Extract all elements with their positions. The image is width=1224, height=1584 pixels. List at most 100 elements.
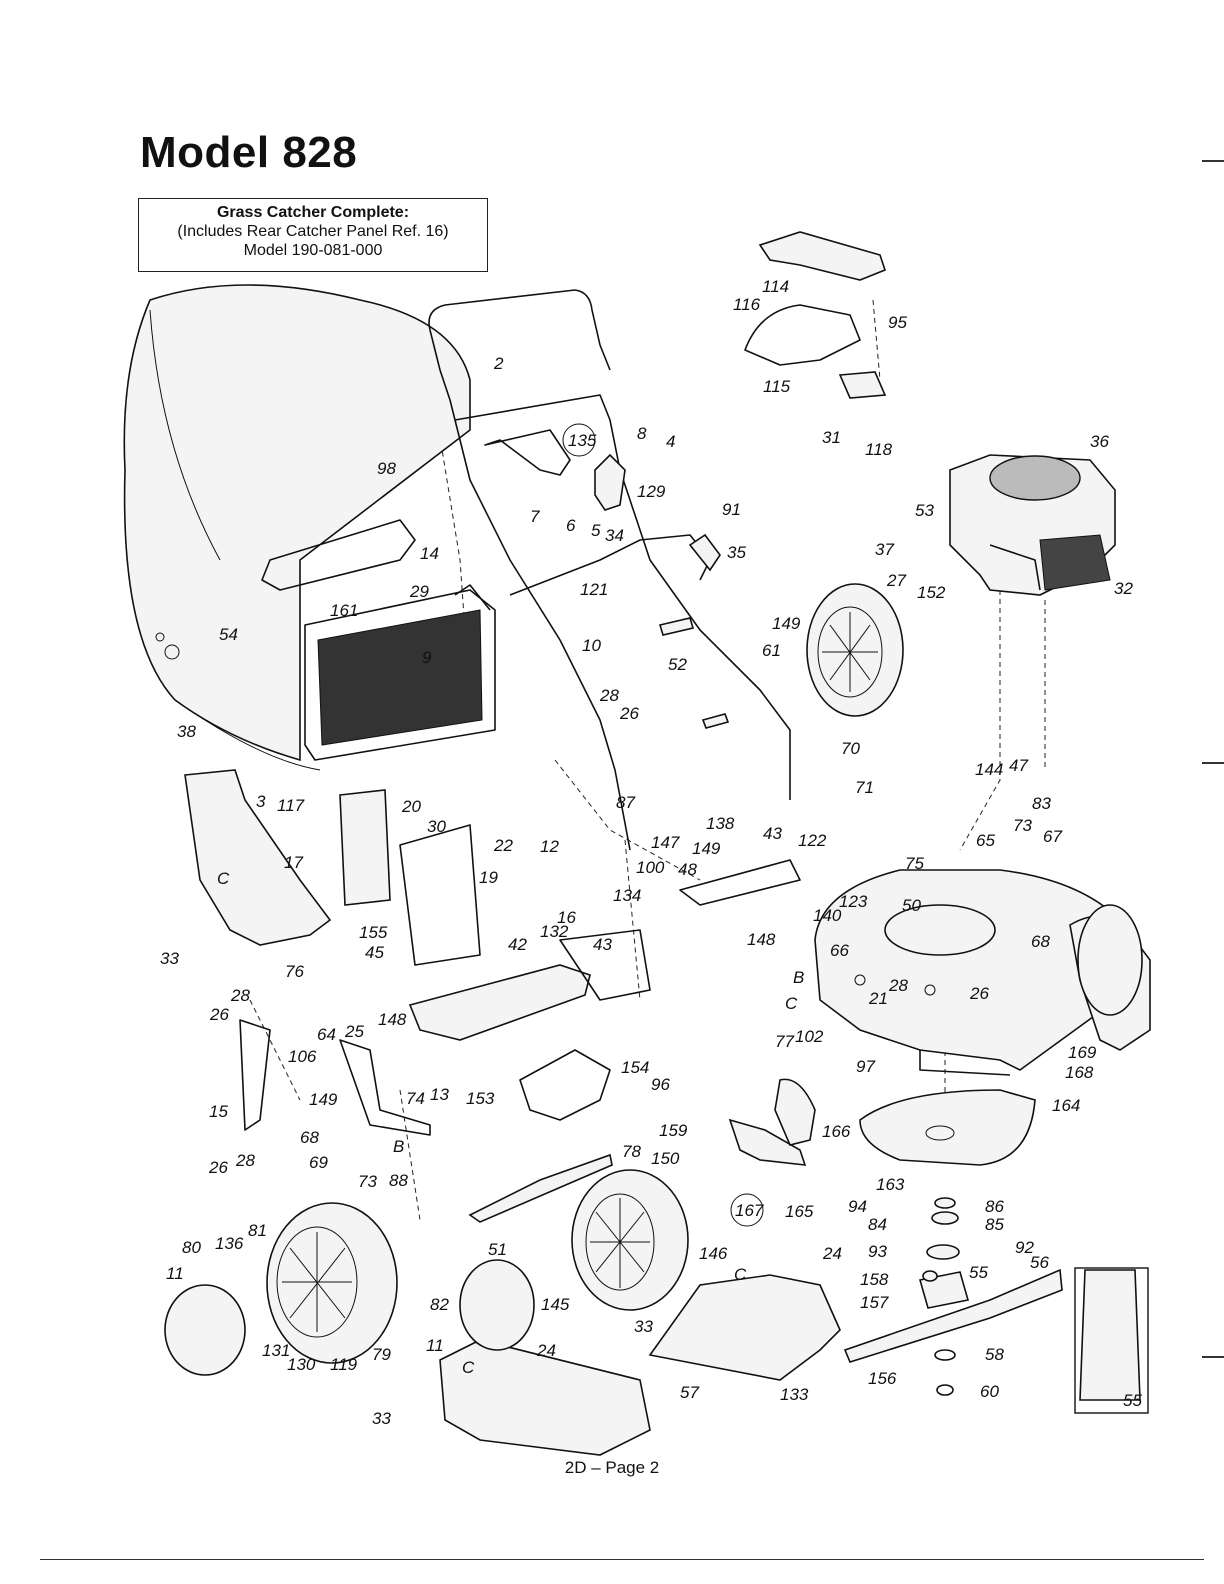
callout-27: 27	[886, 571, 906, 590]
handle-assembly-drawing	[428, 289, 791, 851]
callout-138: 138	[706, 814, 735, 833]
callout-68: 68	[300, 1128, 319, 1147]
page-title: Model 828	[140, 128, 358, 177]
blade-adapter-inset-frame	[1074, 1267, 1149, 1414]
callout-85: 85	[985, 1215, 1004, 1234]
callout-12: 12	[540, 837, 559, 856]
callout-34: 34	[605, 526, 624, 545]
callout-C: C	[734, 1265, 747, 1284]
callout-134: 134	[613, 886, 641, 905]
callout-65: 65	[976, 831, 995, 850]
callout-42: 42	[508, 935, 527, 954]
callout-130: 130	[287, 1355, 316, 1374]
callout-33: 33	[634, 1317, 653, 1336]
callout-146: 146	[699, 1244, 728, 1263]
callout-33: 33	[160, 949, 179, 968]
callout-56: 56	[1030, 1253, 1049, 1272]
callout-43: 43	[763, 824, 782, 843]
callout-81: 81	[248, 1221, 267, 1240]
callout-166: 166	[822, 1122, 851, 1141]
callout-114: 114	[762, 277, 789, 296]
callout-11: 11	[426, 1336, 444, 1355]
callout-149: 149	[772, 614, 801, 633]
callout-154: 154	[621, 1058, 649, 1077]
callout-15: 15	[209, 1102, 228, 1121]
callout-37: 37	[875, 540, 894, 559]
blade-adapter-stack-drawing	[922, 1197, 960, 1396]
callout-52: 52	[668, 655, 687, 674]
callout-13: 13	[430, 1085, 449, 1104]
callout-78: 78	[622, 1142, 641, 1161]
callout-153: 153	[466, 1089, 495, 1108]
callout-26: 26	[209, 1005, 229, 1024]
catcher-note-line-3: Model 190-081-000	[243, 242, 383, 259]
callout-150: 150	[651, 1149, 680, 1168]
callout-2: 2	[493, 354, 504, 373]
callout-148: 148	[378, 1010, 407, 1029]
callout-92: 92	[1015, 1238, 1034, 1257]
callout-26: 26	[208, 1158, 228, 1177]
callout-51: 51	[488, 1240, 507, 1259]
callout-C: C	[217, 869, 230, 888]
callout-B: B	[793, 968, 804, 987]
callout-86: 86	[985, 1197, 1004, 1216]
callout-155: 155	[359, 923, 388, 942]
bottom-rule	[40, 1559, 1204, 1560]
callout-43: 43	[593, 935, 612, 954]
callout-144: 144	[975, 760, 1003, 779]
callout-32: 32	[1114, 579, 1133, 598]
callout-25: 25	[344, 1022, 364, 1041]
baffle-drawing	[859, 1089, 1036, 1166]
callout-164: 164	[1052, 1096, 1080, 1115]
callout-9: 9	[422, 648, 432, 667]
callout-50: 50	[902, 896, 921, 915]
callout-3: 3	[256, 792, 266, 811]
rear-flap-drawing	[184, 769, 481, 966]
callout-117: 117	[277, 796, 305, 815]
callout-135: 135	[568, 431, 597, 450]
callout-55: 55	[969, 1263, 988, 1282]
callout-80: 80	[182, 1238, 201, 1257]
callout-64: 64	[317, 1025, 336, 1044]
callout-133: 133	[780, 1385, 809, 1404]
callout-168: 168	[1065, 1063, 1094, 1082]
callout-30: 30	[427, 817, 446, 836]
lower-wheels-drawing	[164, 904, 1143, 1376]
callout-38: 38	[177, 722, 196, 741]
handle-cover-drawing	[744, 231, 887, 399]
callout-163: 163	[876, 1175, 905, 1194]
callout-circle	[730, 1193, 764, 1227]
callout-96: 96	[651, 1075, 670, 1094]
callout-74: 74	[406, 1089, 425, 1108]
callout-11: 11	[166, 1264, 184, 1283]
rear-axle-drawing	[239, 859, 1141, 1401]
callout-26: 26	[619, 704, 639, 723]
callout-73: 73	[1013, 816, 1032, 835]
callout-88: 88	[389, 1171, 408, 1190]
callout-147: 147	[651, 833, 680, 852]
callout-152: 152	[917, 583, 946, 602]
callout-97: 97	[856, 1057, 875, 1076]
callout-140: 140	[813, 906, 842, 925]
callout-83: 83	[1032, 794, 1051, 813]
callout-19: 19	[479, 868, 498, 887]
callout-69: 69	[309, 1153, 328, 1172]
callout-28: 28	[235, 1151, 255, 1170]
callout-10: 10	[582, 636, 601, 655]
callout-98: 98	[377, 459, 396, 478]
callout-145: 145	[541, 1295, 570, 1314]
callout-16: 16	[557, 908, 576, 927]
callout-121: 121	[580, 580, 608, 599]
callout-20: 20	[401, 797, 421, 816]
callout-circle	[562, 423, 596, 457]
callout-28: 28	[888, 976, 908, 995]
callout-73: 73	[358, 1172, 377, 1191]
grass-catcher-note-box: Grass Catcher Complete: (Includes Rear C…	[138, 198, 488, 272]
callout-28: 28	[599, 686, 619, 705]
callout-116: 116	[733, 295, 761, 314]
callout-165: 165	[785, 1202, 814, 1221]
callout-33: 33	[372, 1409, 391, 1428]
callout-118: 118	[865, 440, 893, 459]
callout-24: 24	[822, 1244, 842, 1263]
